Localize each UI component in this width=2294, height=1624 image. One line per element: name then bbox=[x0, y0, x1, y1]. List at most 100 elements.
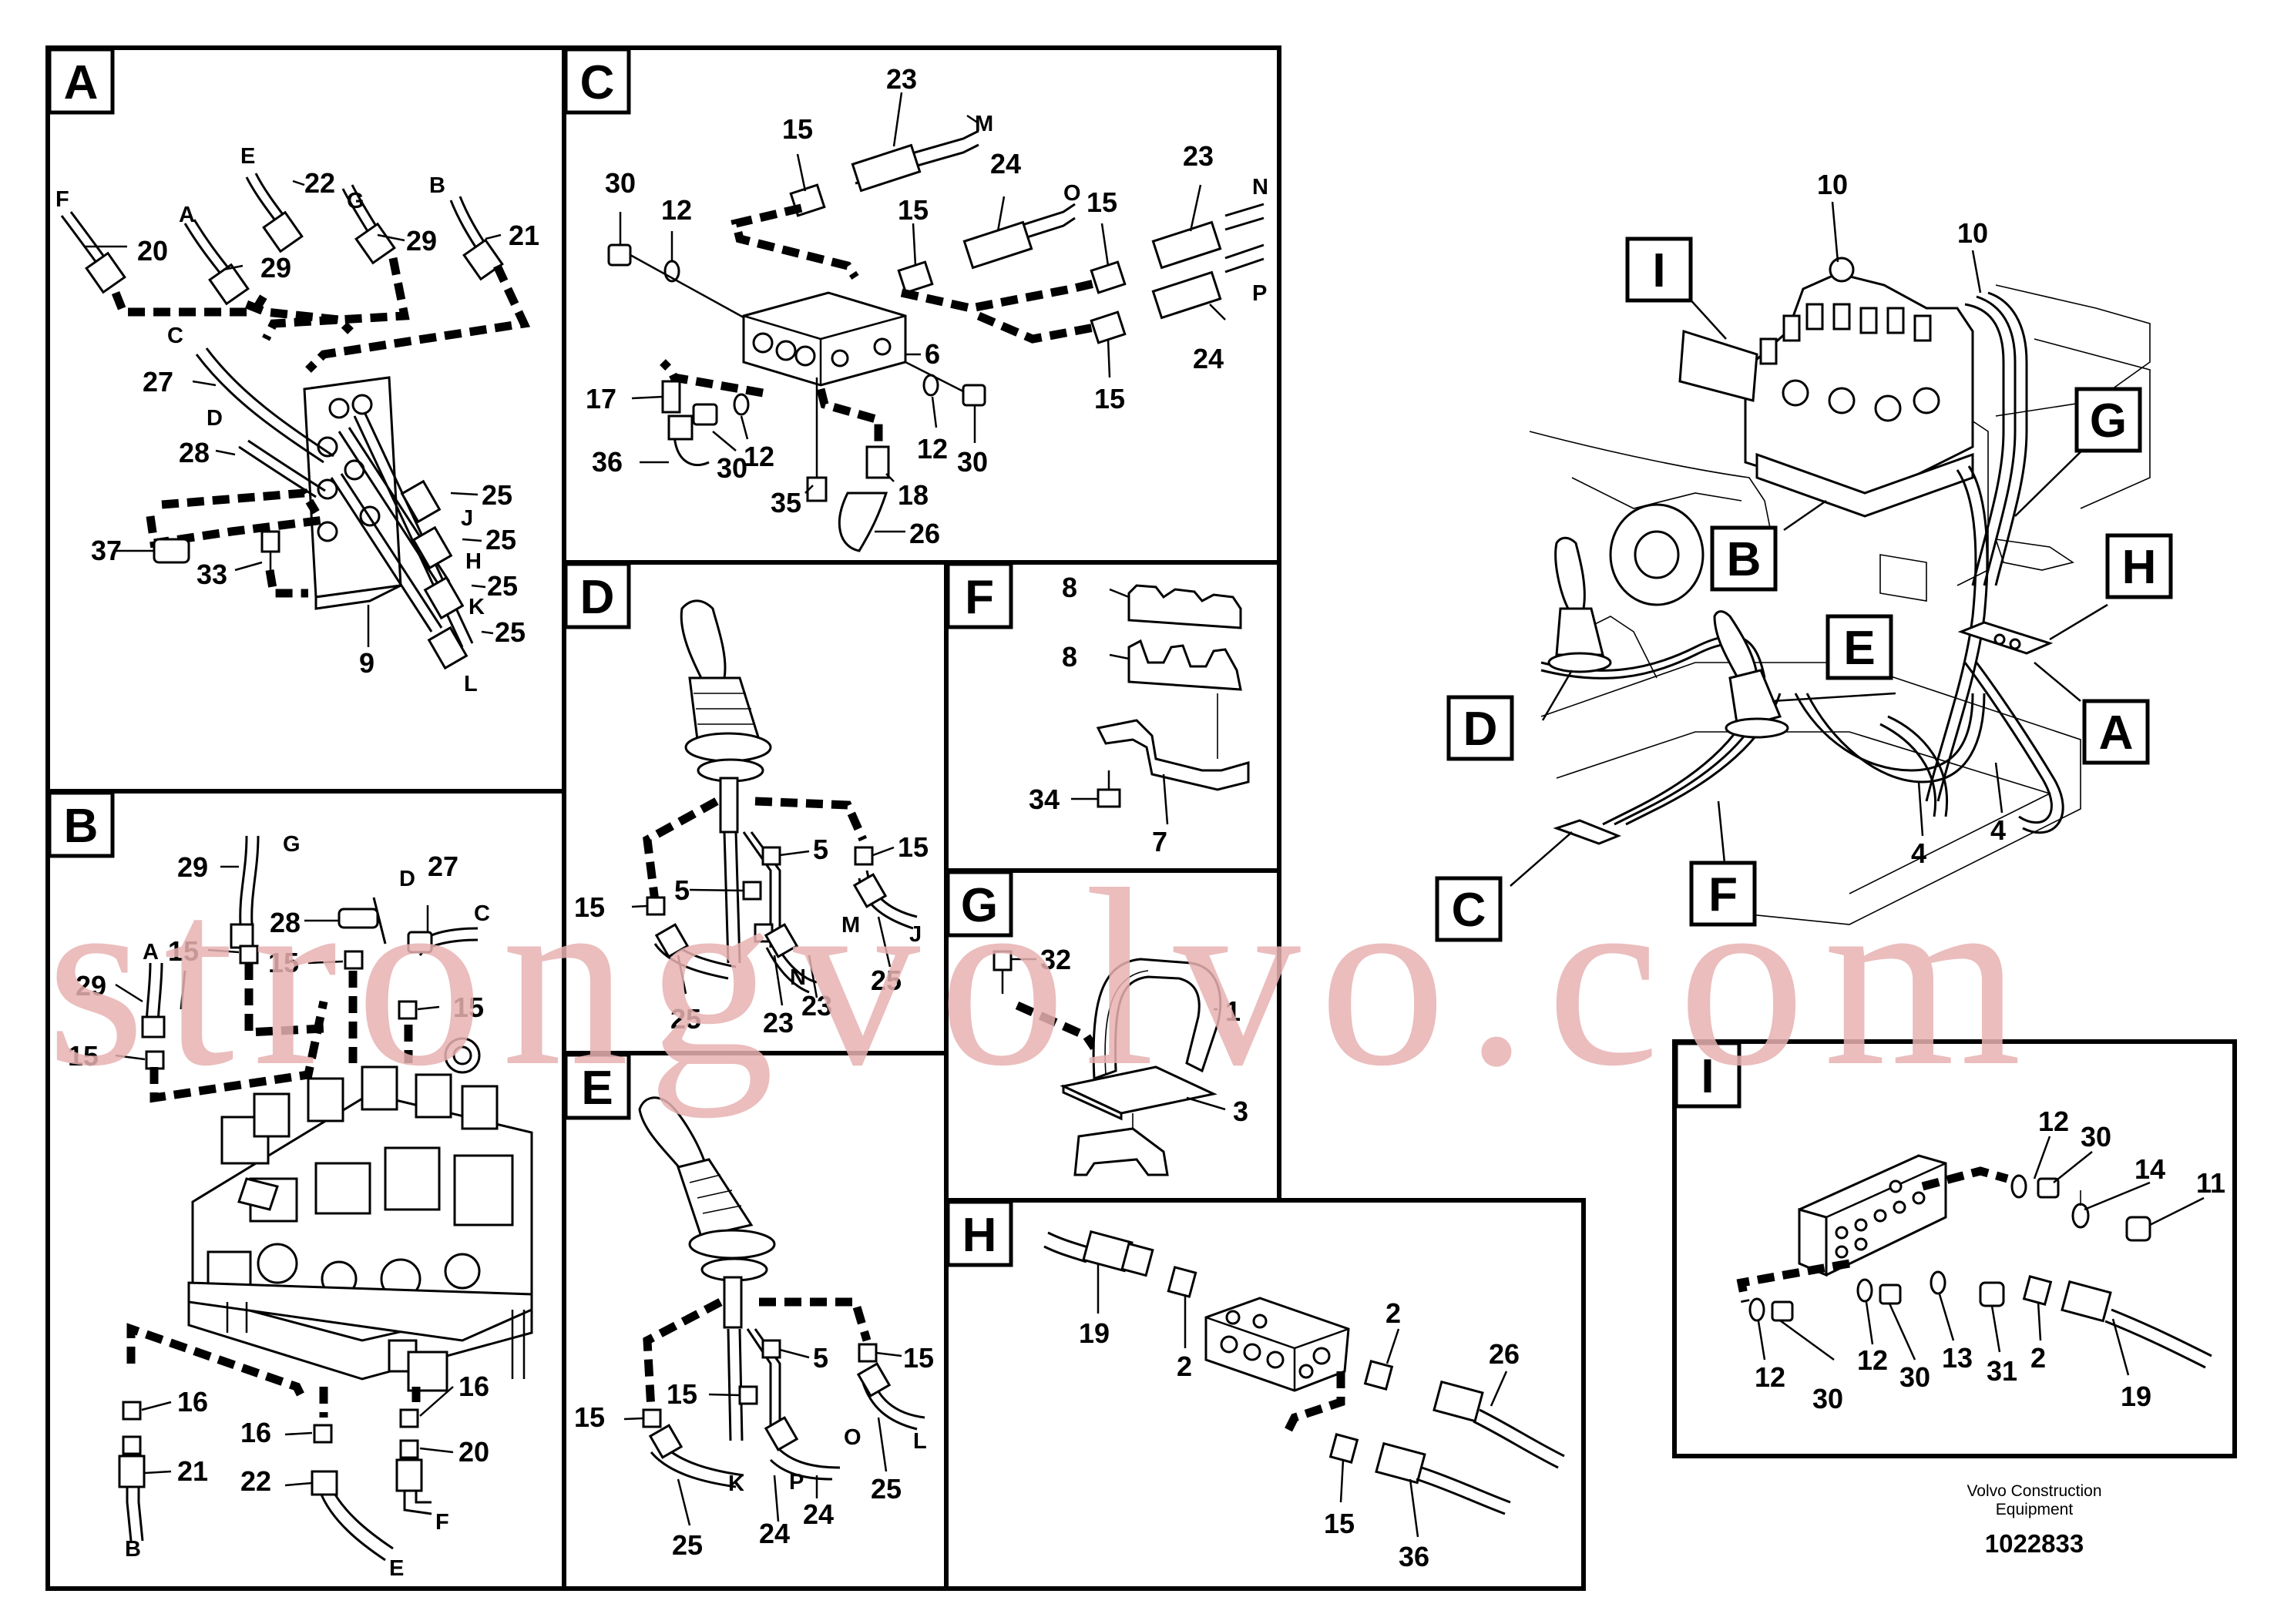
label-b-B: B bbox=[125, 1537, 141, 1562]
label-c-17: 17 bbox=[586, 383, 616, 414]
label-i-30a: 30 bbox=[2081, 1121, 2111, 1153]
label-e-L: L bbox=[913, 1429, 927, 1454]
callout-D: D bbox=[1463, 703, 1498, 756]
panel-h-frame bbox=[944, 1198, 1586, 1591]
panel-b-labels: 29 28 27 15 15 29 15 15 16 21 16 22 16 2… bbox=[68, 832, 490, 1581]
label-d-N: N bbox=[790, 965, 806, 990]
panel-c-drawing bbox=[607, 92, 1265, 552]
label-i-12a: 12 bbox=[2038, 1106, 2069, 1137]
label-b-15b: 15 bbox=[268, 947, 299, 978]
label-a-G: G bbox=[347, 189, 364, 213]
label-c-24b: 24 bbox=[1193, 343, 1224, 374]
panel-e-tag: E bbox=[563, 1052, 631, 1120]
label-c-P: P bbox=[1252, 281, 1267, 306]
label-ov-4b: 4 bbox=[1990, 814, 2006, 846]
label-a-D: D bbox=[207, 406, 223, 431]
label-e-K: K bbox=[728, 1471, 744, 1496]
label-a-25c: 25 bbox=[487, 570, 518, 602]
panel-c-labels: 23 15 30 12 24 15 23 15 6 24 15 17 12 12… bbox=[586, 63, 1268, 549]
label-e-25a: 25 bbox=[672, 1529, 703, 1561]
label-e-24b: 24 bbox=[803, 1498, 834, 1530]
label-e-15c: 15 bbox=[574, 1401, 605, 1433]
panel-g-tag: G bbox=[945, 870, 1013, 938]
label-b-15a: 15 bbox=[168, 935, 199, 967]
label-c-23b: 23 bbox=[1183, 140, 1214, 172]
panel-d-drawing bbox=[631, 599, 918, 1006]
label-b-15d: 15 bbox=[453, 992, 484, 1023]
label-i-30c: 30 bbox=[1899, 1361, 1930, 1393]
callout-E: E bbox=[1843, 622, 1875, 675]
label-a-F: F bbox=[55, 187, 69, 212]
watermark-text: strongvolvo.com bbox=[46, 837, 2040, 1119]
label-e-O: O bbox=[844, 1425, 862, 1450]
label-i-12c: 12 bbox=[1857, 1344, 1888, 1376]
callout-D-box bbox=[1446, 695, 1514, 761]
label-e-5: 5 bbox=[813, 1342, 828, 1374]
label-a-A: A bbox=[179, 203, 195, 227]
panel-g-labels: 32 1 3 bbox=[1040, 944, 1248, 1127]
label-a-29b: 29 bbox=[406, 225, 437, 257]
callout-B: B bbox=[1727, 533, 1762, 586]
panel-d-labels: 5 15 15 5 25 23 23 25 M J N bbox=[574, 831, 929, 1038]
label-f-8a: 8 bbox=[1062, 572, 1077, 603]
panel-f-tag-text: F bbox=[965, 571, 994, 624]
label-e-P: P bbox=[789, 1470, 804, 1495]
panel-a-drawing bbox=[60, 173, 531, 670]
label-d-25a: 25 bbox=[670, 1003, 701, 1035]
label-b-C: C bbox=[474, 901, 490, 926]
panel-i-tag-text: I bbox=[1701, 1050, 1714, 1103]
label-i-19: 19 bbox=[2121, 1381, 2151, 1412]
panel-i-drawing bbox=[1736, 1136, 2212, 1376]
label-e-15b: 15 bbox=[667, 1378, 697, 1410]
panel-d-tag: D bbox=[563, 562, 631, 629]
panel-h-drawing bbox=[1043, 1230, 1565, 1538]
label-b-D: D bbox=[399, 867, 415, 891]
panel-f-tag: F bbox=[945, 562, 1013, 629]
panel-c-tag-text: C bbox=[580, 56, 615, 109]
footer: Volvo Construction Equipment 1022833 bbox=[1967, 1482, 2101, 1558]
label-i-30b: 30 bbox=[1812, 1383, 1843, 1414]
label-c-12b: 12 bbox=[744, 441, 774, 472]
label-e-24a: 24 bbox=[759, 1518, 790, 1549]
panel-b-drawing bbox=[115, 835, 533, 1562]
panel-h-tag-text: H bbox=[962, 1209, 997, 1262]
label-b-16c: 16 bbox=[240, 1417, 271, 1448]
panel-i-tag: I bbox=[1674, 1041, 1741, 1109]
panel-i-labels: 12 30 14 11 12 30 12 30 13 31 2 19 bbox=[1755, 1106, 2225, 1414]
label-d-23a: 23 bbox=[763, 1007, 794, 1038]
callout-F-box bbox=[1689, 861, 1757, 927]
label-a-22: 22 bbox=[304, 167, 335, 199]
callout-G-box bbox=[2074, 387, 2142, 453]
panel-b-tag: B bbox=[47, 790, 115, 858]
label-g-32: 32 bbox=[1040, 944, 1071, 975]
label-c-15c: 15 bbox=[1087, 186, 1117, 218]
label-c-15d: 15 bbox=[1094, 383, 1125, 414]
label-c-36: 36 bbox=[592, 446, 623, 478]
label-a-B: B bbox=[429, 173, 445, 198]
panel-h-labels: 19 2 2 26 15 36 bbox=[1079, 1297, 1520, 1572]
label-d-J: J bbox=[909, 922, 922, 947]
label-c-O: O bbox=[1063, 181, 1081, 206]
label-a-C: C bbox=[167, 324, 183, 348]
label-f-8b: 8 bbox=[1062, 641, 1077, 673]
label-d-23b: 23 bbox=[801, 990, 832, 1022]
label-b-29a: 29 bbox=[177, 851, 208, 883]
label-h-2a: 2 bbox=[1177, 1351, 1192, 1382]
panel-h-tag: H bbox=[945, 1200, 1013, 1267]
label-b-29b: 29 bbox=[76, 970, 106, 1002]
label-a-K: K bbox=[469, 595, 485, 619]
label-c-18: 18 bbox=[898, 479, 929, 511]
label-b-20: 20 bbox=[458, 1436, 489, 1468]
label-c-M: M bbox=[975, 112, 993, 136]
panel-f-labels: 8 8 34 7 bbox=[1029, 572, 1167, 857]
label-d-5b: 5 bbox=[674, 874, 690, 906]
panel-b-tag-text: B bbox=[64, 800, 99, 853]
label-i-11: 11 bbox=[2196, 1167, 2225, 1199]
label-h-26: 26 bbox=[1489, 1338, 1520, 1370]
label-i-13: 13 bbox=[1942, 1342, 1973, 1374]
panel-c-tag: C bbox=[563, 47, 631, 115]
panel-d-tag-text: D bbox=[580, 571, 615, 624]
label-b-F: F bbox=[435, 1510, 449, 1535]
label-i-2: 2 bbox=[2030, 1342, 2046, 1374]
